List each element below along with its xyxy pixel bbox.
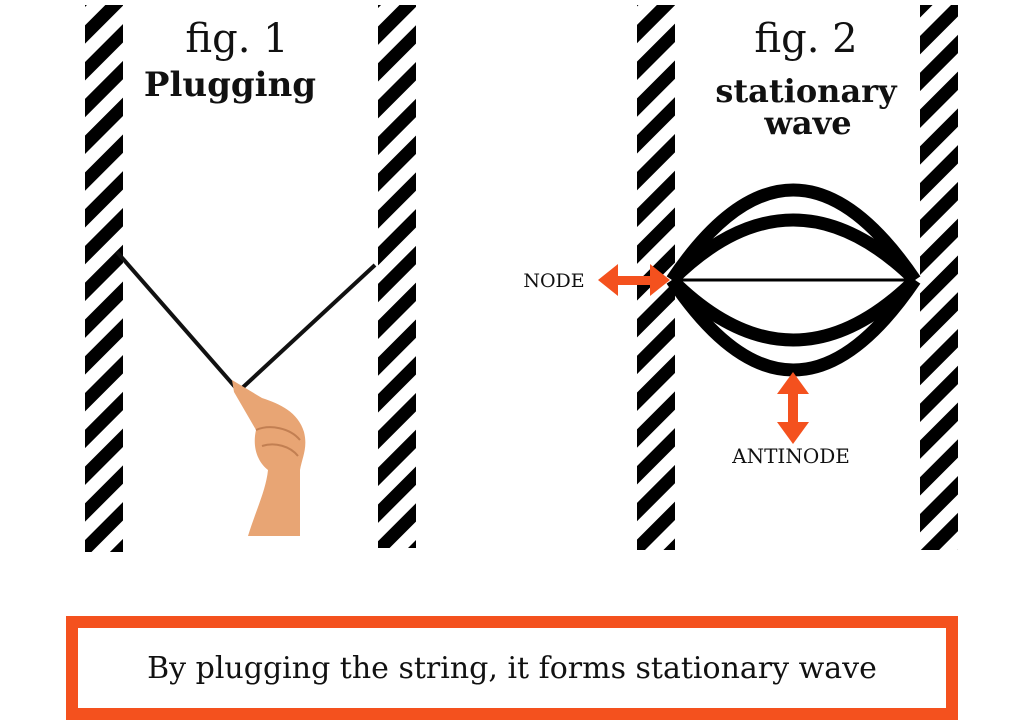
fig2-subtitle-line2: wave [763, 104, 851, 142]
fig1-subtitle: Plugging [144, 65, 316, 105]
hand-illustration [232, 380, 306, 536]
antinode-arrow-icon [777, 372, 809, 444]
fig2-title: fig. 2 [754, 16, 857, 62]
fig1-string-left [115, 250, 238, 390]
fig2-right-wall [920, 5, 958, 550]
fig1-left-wall [85, 5, 123, 552]
fig1-title: fig. 1 [185, 16, 288, 62]
antinode-label: ANTINODE [731, 444, 850, 468]
fig2-subtitle-line1: stationary [715, 72, 898, 110]
fig1-string-right [238, 263, 377, 392]
stationary-wave [666, 183, 921, 377]
caption-text: By plugging the string, it forms station… [147, 650, 877, 686]
fig1-right-wall [378, 5, 416, 548]
node-arrow-icon [598, 264, 670, 296]
node-label: NODE [523, 270, 584, 292]
caption-box: By plugging the string, it forms station… [66, 616, 958, 720]
